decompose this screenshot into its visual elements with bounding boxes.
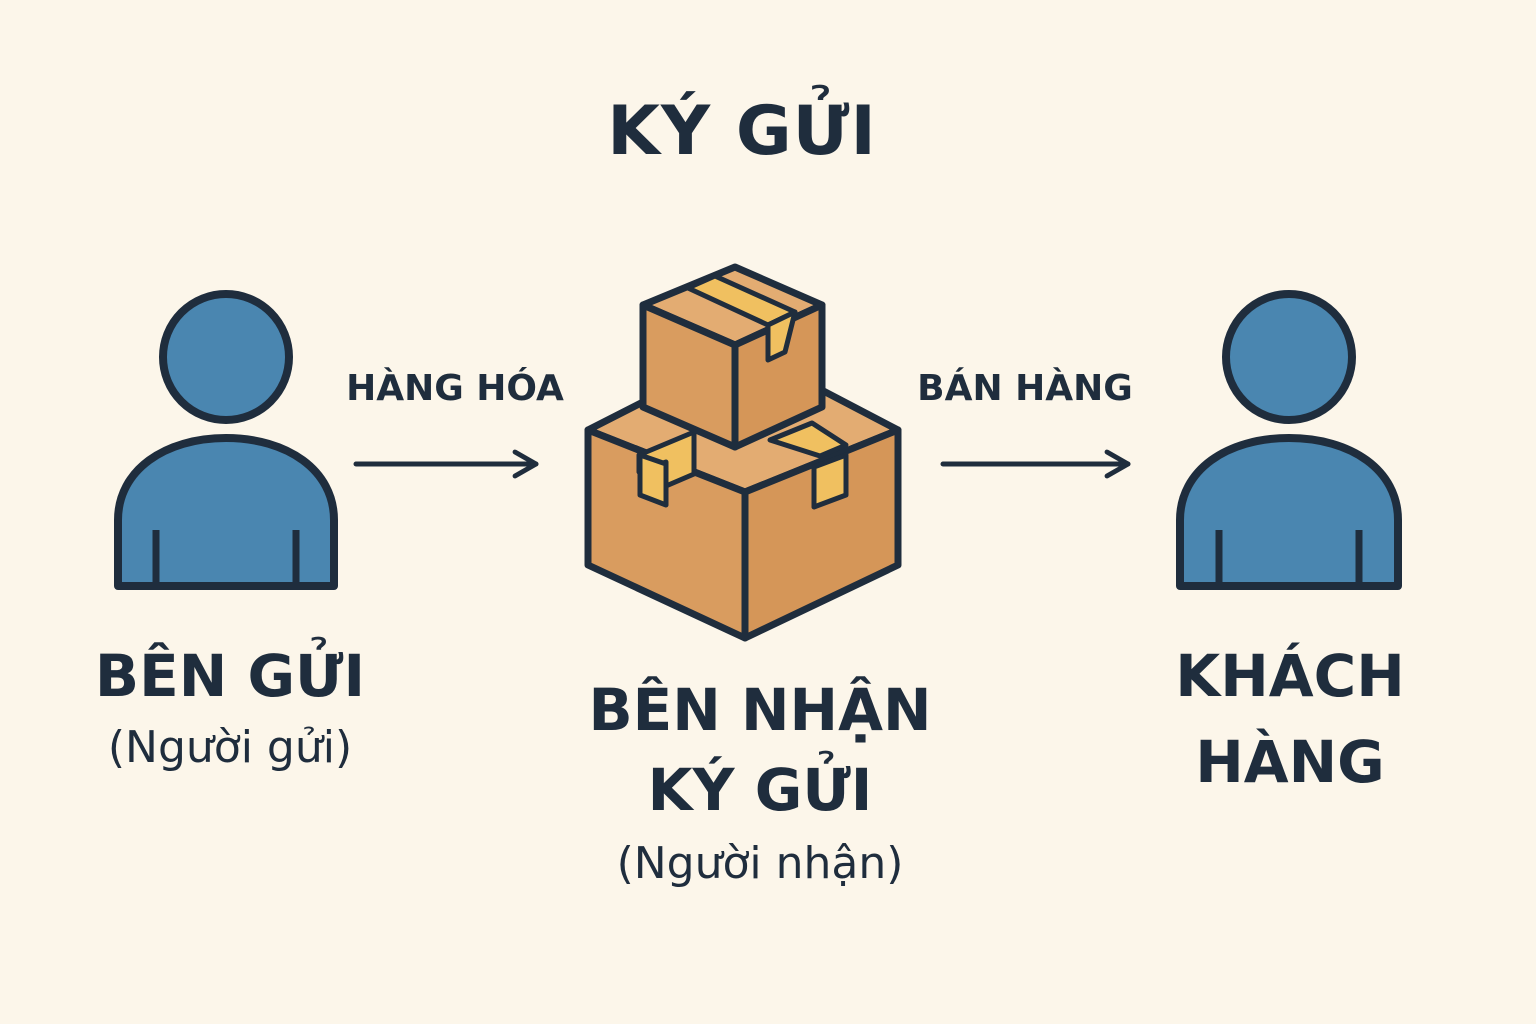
receiver-label-line1: BÊN NHẬN <box>588 676 932 744</box>
sales-label: BÁN HÀNG <box>917 368 1133 409</box>
sender-label: BÊN GỬI <box>94 642 366 710</box>
sender-person-icon <box>114 290 338 590</box>
customer-label-line2: HÀNG <box>1195 728 1385 796</box>
boxes-icon <box>584 263 902 642</box>
diagram-title: KÝ GỬI <box>607 92 877 171</box>
receiver-label-line2: KÝ GỬI <box>647 756 873 824</box>
sender-sublabel: (Người gửi) <box>107 722 353 773</box>
customer-label-line1: KHÁCH <box>1175 642 1405 710</box>
goods-label: HÀNG HÓA <box>346 368 564 409</box>
customer-person-icon <box>1176 290 1402 590</box>
receiver-sublabel: (Người nhận) <box>616 838 904 889</box>
